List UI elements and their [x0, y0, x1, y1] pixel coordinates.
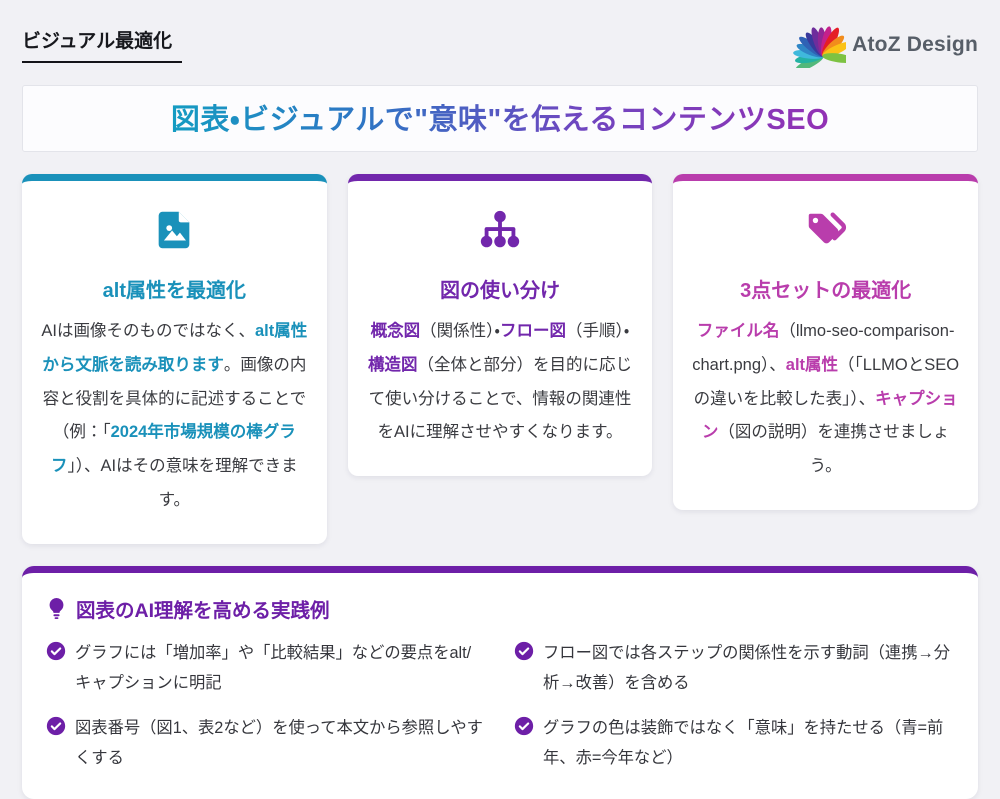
check-circle-icon: [46, 716, 66, 736]
practice-item: グラフの色は装飾ではなく「意味」を持たせる（青=前年、赤=今年など）: [514, 713, 954, 773]
check-circle-icon: [514, 641, 534, 661]
card-title: 図の使い分け: [439, 280, 560, 302]
eyebrow-label: ビジュアル最適化: [22, 26, 183, 63]
practice-header: 図表のAI理解を高める実践例: [46, 594, 954, 623]
check-circle-icon: [46, 641, 66, 661]
card-diagram-types: 図の使い分け 概念図（関係性）・フロー図（手順）・構造図（全体と部分）を目的に応…: [347, 174, 653, 477]
image-file-icon: [151, 207, 197, 253]
card-body: AIは画像そのものではなく、alt属性から文脈を読み取ります。画像の内容と役割を…: [41, 322, 308, 510]
practice-list: グラフには「増加率」や「比較結果」などの要点をalt/キャプションに明記 フロー…: [46, 638, 954, 774]
practice-item-text: グラフには「増加率」や「比較結果」などの要点をalt/キャプションに明記: [75, 643, 472, 693]
brand-name: AtoZ Design: [852, 32, 978, 56]
practice-item-text: 図表番号（図1、表2など）を使って本文から参照しやすくする: [75, 719, 483, 768]
practice-item: 図表番号（図1、表2など）を使って本文から参照しやすくする: [46, 713, 486, 773]
card-title: 3点セットの最適化: [740, 280, 912, 302]
page-title: 図表・ビジュアルで"意味"を伝えるコンテンツSEO: [170, 104, 830, 136]
practice-title: 図表のAI理解を高める実践例: [76, 599, 330, 622]
sitemap-icon: [477, 207, 523, 253]
fan-petals-logo-icon: [784, 16, 855, 73]
card-body: 概念図（関係性）・フロー図（手順）・構造図（全体と部分）を目的に応じて使い分ける…: [367, 322, 632, 442]
card-alt-attribute: alt属性を最適化 AIは画像そのものではなく、alt属性から文脈を読み取ります…: [22, 174, 327, 544]
card-body: ファイル名（llmo-seo-comparison-chart.png）、alt…: [692, 322, 960, 476]
brand-logo: AtoZ Design: [784, 16, 978, 73]
tags-icon: [803, 207, 849, 253]
practice-item-text: フロー図では各ステップの関係性を示す動詞（連携→分析→改善）を含める: [543, 643, 951, 693]
check-circle-icon: [514, 716, 534, 736]
practice-item: グラフには「増加率」や「比較結果」などの要点をalt/キャプションに明記: [46, 638, 486, 698]
card-three-piece-set: 3点セットの最適化 ファイル名（llmo-seo-comparison-char…: [673, 174, 978, 511]
card-title: alt属性を最適化: [102, 280, 246, 302]
top-bar: ビジュアル最適化: [22, 16, 978, 73]
practice-item: フロー図では各ステップの関係性を示す動詞（連携→分析→改善）を含める: [514, 638, 954, 698]
practice-section: 図表のAI理解を高める実践例 グラフには「増加率」や「比較結果」などの要点をal…: [22, 565, 978, 799]
cards-row: alt属性を最適化 AIは画像そのものではなく、alt属性から文脈を読み取ります…: [22, 174, 978, 544]
practice-item-text: グラフの色は装飾ではなく「意味」を持たせる（青=前年、赤=今年など）: [543, 719, 944, 768]
lightbulb-icon: [46, 596, 67, 621]
title-banner: 図表・ビジュアルで"意味"を伝えるコンテンツSEO: [22, 85, 978, 152]
